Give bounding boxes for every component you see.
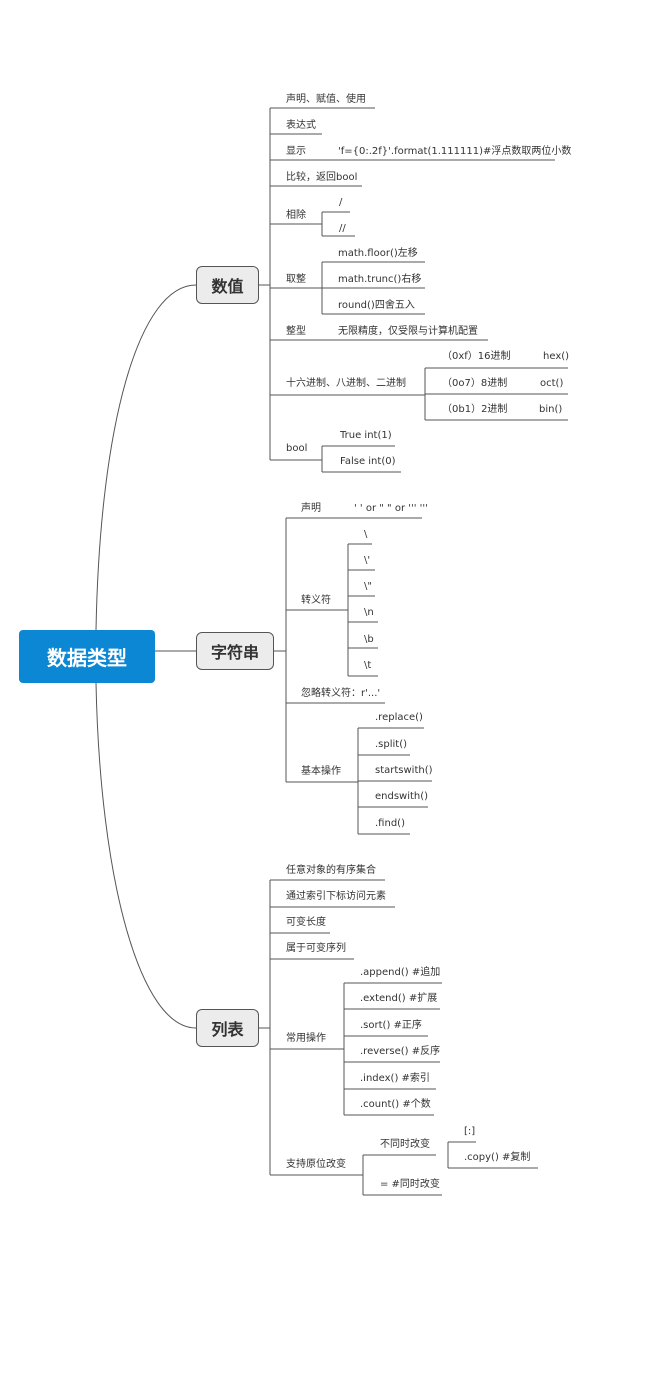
- escape-item[interactable]: \': [364, 555, 371, 566]
- topic-numeric[interactable]: 数值: [196, 266, 259, 304]
- escape-item[interactable]: \t: [364, 660, 372, 671]
- numeric-expression[interactable]: 表达式: [286, 120, 316, 131]
- list-not-same-label[interactable]: 不同时改变: [380, 1139, 430, 1150]
- base-function[interactable]: hex(): [543, 351, 570, 362]
- numeric-declaration[interactable]: 声明、赋值、使用: [286, 94, 366, 105]
- numeric-display-label[interactable]: 显示: [286, 146, 306, 157]
- escape-item[interactable]: \": [364, 581, 372, 592]
- numeric-display-value[interactable]: 'f={0:.2f}'.format(1.111111)#浮点数取两位小数: [338, 146, 572, 157]
- base-prefix[interactable]: （0o7）8进制: [442, 378, 508, 389]
- topic-list[interactable]: 列表: [196, 1009, 259, 1047]
- numeric-rounding-label[interactable]: 取整: [286, 274, 306, 285]
- list-op-item[interactable]: .sort() #正序: [360, 1020, 422, 1031]
- base-function[interactable]: bin(): [539, 404, 563, 415]
- base-prefix[interactable]: （0b1）2进制: [442, 404, 508, 415]
- string-op-item[interactable]: .replace(): [375, 712, 423, 723]
- string-declaration-value[interactable]: ' ' or " " or ''' ''': [354, 503, 428, 514]
- string-op-item[interactable]: endswith(): [375, 791, 429, 802]
- numeric-base-label[interactable]: 十六进制、八进制、二进制: [286, 378, 406, 389]
- string-op-item[interactable]: .split(): [375, 739, 408, 750]
- base-prefix[interactable]: （0xf）16进制: [442, 351, 511, 362]
- list-ops-label[interactable]: 常用操作: [286, 1033, 326, 1044]
- string-declaration-label[interactable]: 声明: [301, 503, 321, 514]
- string-op-item[interactable]: startswith(): [375, 765, 433, 776]
- rounding-item[interactable]: math.trunc()右移: [338, 274, 422, 285]
- list-same-label[interactable]: = #同时改变: [380, 1179, 440, 1190]
- string-ops-label[interactable]: 基本操作: [301, 766, 341, 777]
- list-property[interactable]: 任意对象的有序集合: [286, 865, 376, 876]
- list-property[interactable]: 可变长度: [286, 917, 326, 928]
- rounding-item[interactable]: round()四舍五入: [338, 300, 415, 311]
- rounding-item[interactable]: math.floor()左移: [338, 248, 418, 259]
- numeric-integer-value[interactable]: 无限精度，仅受限与计算机配置: [338, 326, 478, 337]
- numeric-compare[interactable]: 比较，返回bool: [286, 172, 358, 183]
- numeric-integer-label[interactable]: 整型: [286, 326, 306, 337]
- bool-item[interactable]: True int(1): [340, 430, 392, 441]
- numeric-division-label[interactable]: 相除: [286, 210, 306, 221]
- escape-item[interactable]: \: [364, 529, 368, 540]
- numeric-bool-label[interactable]: bool: [286, 443, 308, 454]
- division-item[interactable]: //: [339, 223, 346, 234]
- division-item[interactable]: /: [339, 197, 343, 208]
- base-function[interactable]: oct(): [540, 378, 564, 389]
- list-op-item[interactable]: .extend() #扩展: [360, 993, 438, 1004]
- not-same-item[interactable]: .copy() #复制: [464, 1152, 531, 1163]
- list-inplace-label[interactable]: 支持原位改变: [286, 1159, 346, 1170]
- list-op-item[interactable]: .count() #个数: [360, 1099, 431, 1110]
- string-escape-label[interactable]: 转义符: [301, 595, 331, 606]
- string-op-item[interactable]: .find(): [375, 818, 405, 829]
- topic-string[interactable]: 字符串: [196, 632, 274, 670]
- escape-item[interactable]: \b: [364, 634, 374, 645]
- list-property[interactable]: 通过索引下标访问元素: [286, 891, 386, 902]
- string-raw[interactable]: 忽略转义符：r'...': [301, 688, 381, 699]
- root-node[interactable]: 数据类型: [19, 630, 155, 683]
- list-property[interactable]: 属于可变序列: [286, 943, 346, 954]
- list-op-item[interactable]: .append() #追加: [360, 967, 441, 978]
- not-same-item[interactable]: [:]: [464, 1126, 476, 1137]
- bool-item[interactable]: False int(0): [340, 456, 396, 467]
- list-op-item[interactable]: .reverse() #反序: [360, 1046, 441, 1057]
- list-op-item[interactable]: .index() #索引: [360, 1073, 430, 1084]
- escape-item[interactable]: \n: [364, 607, 374, 618]
